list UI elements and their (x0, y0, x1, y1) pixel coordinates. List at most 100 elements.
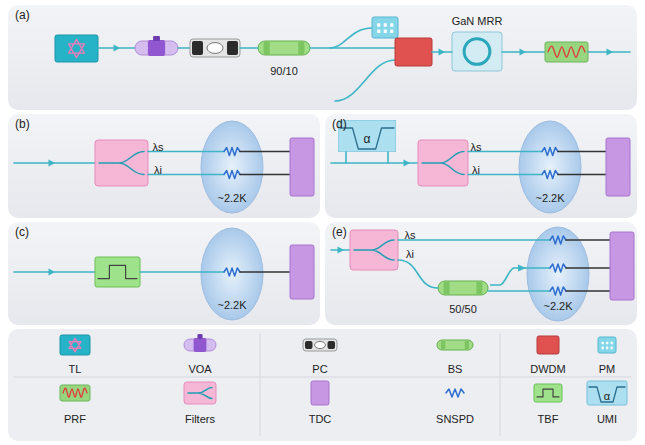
legend-text: TL (69, 363, 82, 375)
fiber (588, 51, 630, 53)
laser-symbol (60, 335, 90, 355)
panel-label: (b) (15, 118, 30, 132)
split-symbol (99, 152, 144, 175)
interferometer-box (587, 381, 627, 405)
legend-entry: PC (312, 359, 327, 377)
panel: (c)~2.2K (8, 222, 320, 325)
attenuator-symbol (135, 41, 178, 55)
legend-text: TBF (538, 413, 559, 425)
cryostat: ~2.2K (526, 226, 590, 322)
panel: (a) 90/10 GaN MRR (8, 5, 637, 110)
filter-box (95, 257, 140, 287)
snspd-symbol (542, 148, 558, 156)
splitter-band (444, 282, 450, 294)
controller-knob (315, 341, 326, 348)
label-box: α (604, 386, 610, 404)
snspd-symbol (224, 171, 240, 179)
fiber (566, 267, 610, 269)
fiber-connector (490, 268, 526, 285)
attenuator-knob (197, 334, 202, 339)
component-label: ~2.2K (217, 192, 246, 205)
splitter-band (264, 42, 270, 54)
panel: (d)α~2.2K (325, 114, 637, 218)
fiber (566, 290, 610, 292)
wavelength-label: λs (405, 229, 416, 241)
legend-entry: TDC (309, 409, 332, 427)
arrowhead (520, 49, 527, 56)
wavelength-label: λi (406, 248, 414, 260)
cryostat: ~2.2K (200, 120, 264, 214)
panel-label: (a) (15, 9, 30, 23)
cryostat: ~2.2K (518, 120, 582, 214)
fiber (558, 151, 606, 153)
fiber (526, 267, 550, 269)
beam-splitter: 50/50 (436, 278, 490, 316)
legend-entry: BS (448, 359, 463, 377)
fiber (178, 47, 190, 49)
label-box: λs (405, 225, 416, 243)
laser-symbol (55, 35, 98, 62)
fiber (331, 162, 418, 164)
legend-entry: VOA (188, 359, 211, 377)
fiber (387, 152, 389, 163)
microring-resonator: GaN MRR (446, 15, 508, 73)
symbol-label: α (604, 390, 610, 402)
fiber (140, 271, 224, 273)
panel-label: (d) (332, 118, 347, 132)
fiber (331, 249, 350, 251)
legend-text: PC (312, 363, 327, 375)
fiber (488, 290, 550, 292)
label-box: λi (472, 160, 480, 178)
cryostat-outline (527, 227, 589, 321)
controller-knob (207, 43, 223, 54)
filter-box (418, 140, 468, 186)
power-meter (372, 17, 398, 38)
label-box: λs (153, 137, 164, 155)
meter-key (377, 23, 380, 26)
attenuator-core (194, 338, 207, 352)
fiber (432, 51, 452, 53)
cryostat-outline (201, 228, 263, 320)
component-label: 90/10 (270, 65, 298, 78)
legend-entry: Filters (185, 409, 215, 427)
beam-splitter: 90/10 (256, 38, 312, 78)
legend-text: Filters (185, 413, 215, 425)
panel-label: (c) (15, 226, 29, 240)
arrowhead (607, 49, 614, 56)
meter-key (384, 30, 387, 33)
meter-key (390, 23, 393, 26)
filter-box (534, 384, 562, 402)
controller-paddle (227, 41, 238, 55)
tdc-box (606, 138, 630, 196)
meter-key (606, 342, 608, 345)
splitter-body (437, 340, 473, 350)
legend-divider (14, 334, 631, 436)
legend-entry: SNSPD (436, 409, 474, 427)
controller-paddle (328, 341, 335, 349)
fiber (398, 239, 550, 241)
fiber (345, 152, 347, 163)
fiber (335, 60, 395, 101)
snspd-symbol (224, 268, 240, 276)
component-label: ~2.2K (535, 192, 564, 205)
wavelength-label: λi (154, 164, 162, 176)
wave-symbol (548, 46, 585, 57)
meter-key (602, 342, 604, 345)
panel-label: (e) (332, 226, 347, 240)
tdc-box (290, 245, 314, 299)
panel: (e) 50/50 ~2.2K (325, 222, 637, 325)
filter-box (95, 140, 148, 186)
fiber (310, 28, 372, 48)
legend-text: SNSPD (436, 413, 474, 425)
fiber (14, 162, 95, 164)
wavelength-label: λi (472, 164, 480, 176)
controller-body (190, 39, 240, 57)
splitter-body (438, 281, 488, 295)
snspd-symbol (446, 389, 464, 397)
legend-panel (8, 329, 637, 441)
wave-symbol (63, 388, 87, 397)
meter-key (384, 23, 387, 26)
splitter-band (476, 282, 482, 294)
